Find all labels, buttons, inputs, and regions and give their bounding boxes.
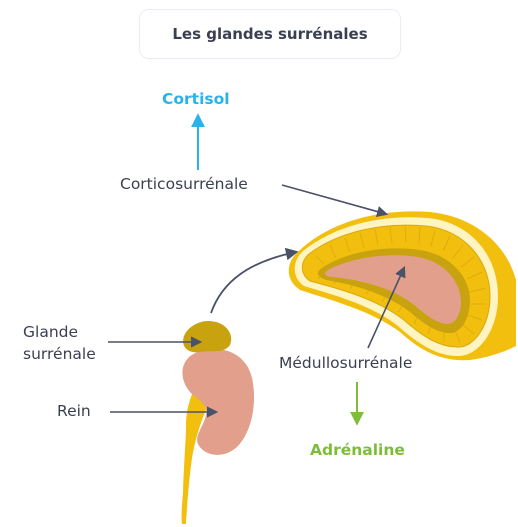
adrenal-gland-small: [183, 321, 231, 352]
arrow-zoom: [211, 252, 296, 313]
label-glande-line2: surrénale: [23, 344, 96, 364]
label-rein: Rein: [57, 401, 91, 421]
kidney-illustration: [182, 321, 254, 524]
label-glande-line1: Glande: [23, 322, 78, 342]
adrenal-cross-section: [289, 211, 516, 360]
label-corticosurrenale: Corticosurrénale: [120, 174, 248, 194]
label-adrenaline: Adrénaline: [310, 440, 405, 460]
arrow-corticosurrenale: [282, 185, 386, 214]
label-medullosurrenale: Médullosurrénale: [279, 353, 412, 373]
label-cortisol: Cortisol: [162, 89, 230, 109]
